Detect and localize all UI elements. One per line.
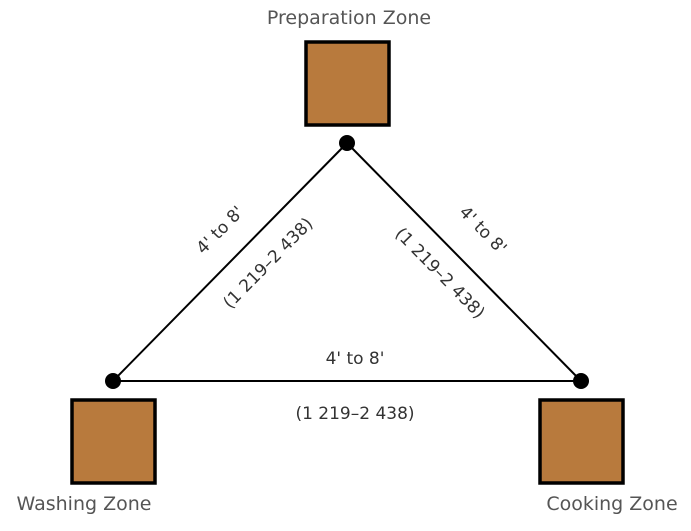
bottom-edge-distance: 4' to 8' — [326, 349, 385, 369]
right-edge-distance: 4' to 8' — [455, 202, 511, 258]
cooking-zone-label: Cooking Zone — [546, 493, 677, 515]
left-edge-distance: 4' to 8' — [193, 202, 249, 258]
washing-zone-label: Washing Zone — [17, 493, 152, 515]
preparation-zone-label: Preparation Zone — [267, 7, 431, 29]
bottom-edge-metric: (1 219–2 438) — [295, 404, 414, 424]
preparation-zone-box — [304, 40, 391, 127]
vertex-cooking — [573, 373, 589, 389]
edge-prep-to-washing — [112, 142, 348, 382]
edge-prep-to-cooking — [346, 142, 582, 382]
washing-zone-box — [70, 398, 157, 485]
vertex-washing — [105, 373, 121, 389]
right-edge-metric: (1 219–2 438) — [391, 224, 489, 323]
cooking-zone-box — [538, 398, 625, 485]
vertex-preparation — [339, 135, 355, 151]
